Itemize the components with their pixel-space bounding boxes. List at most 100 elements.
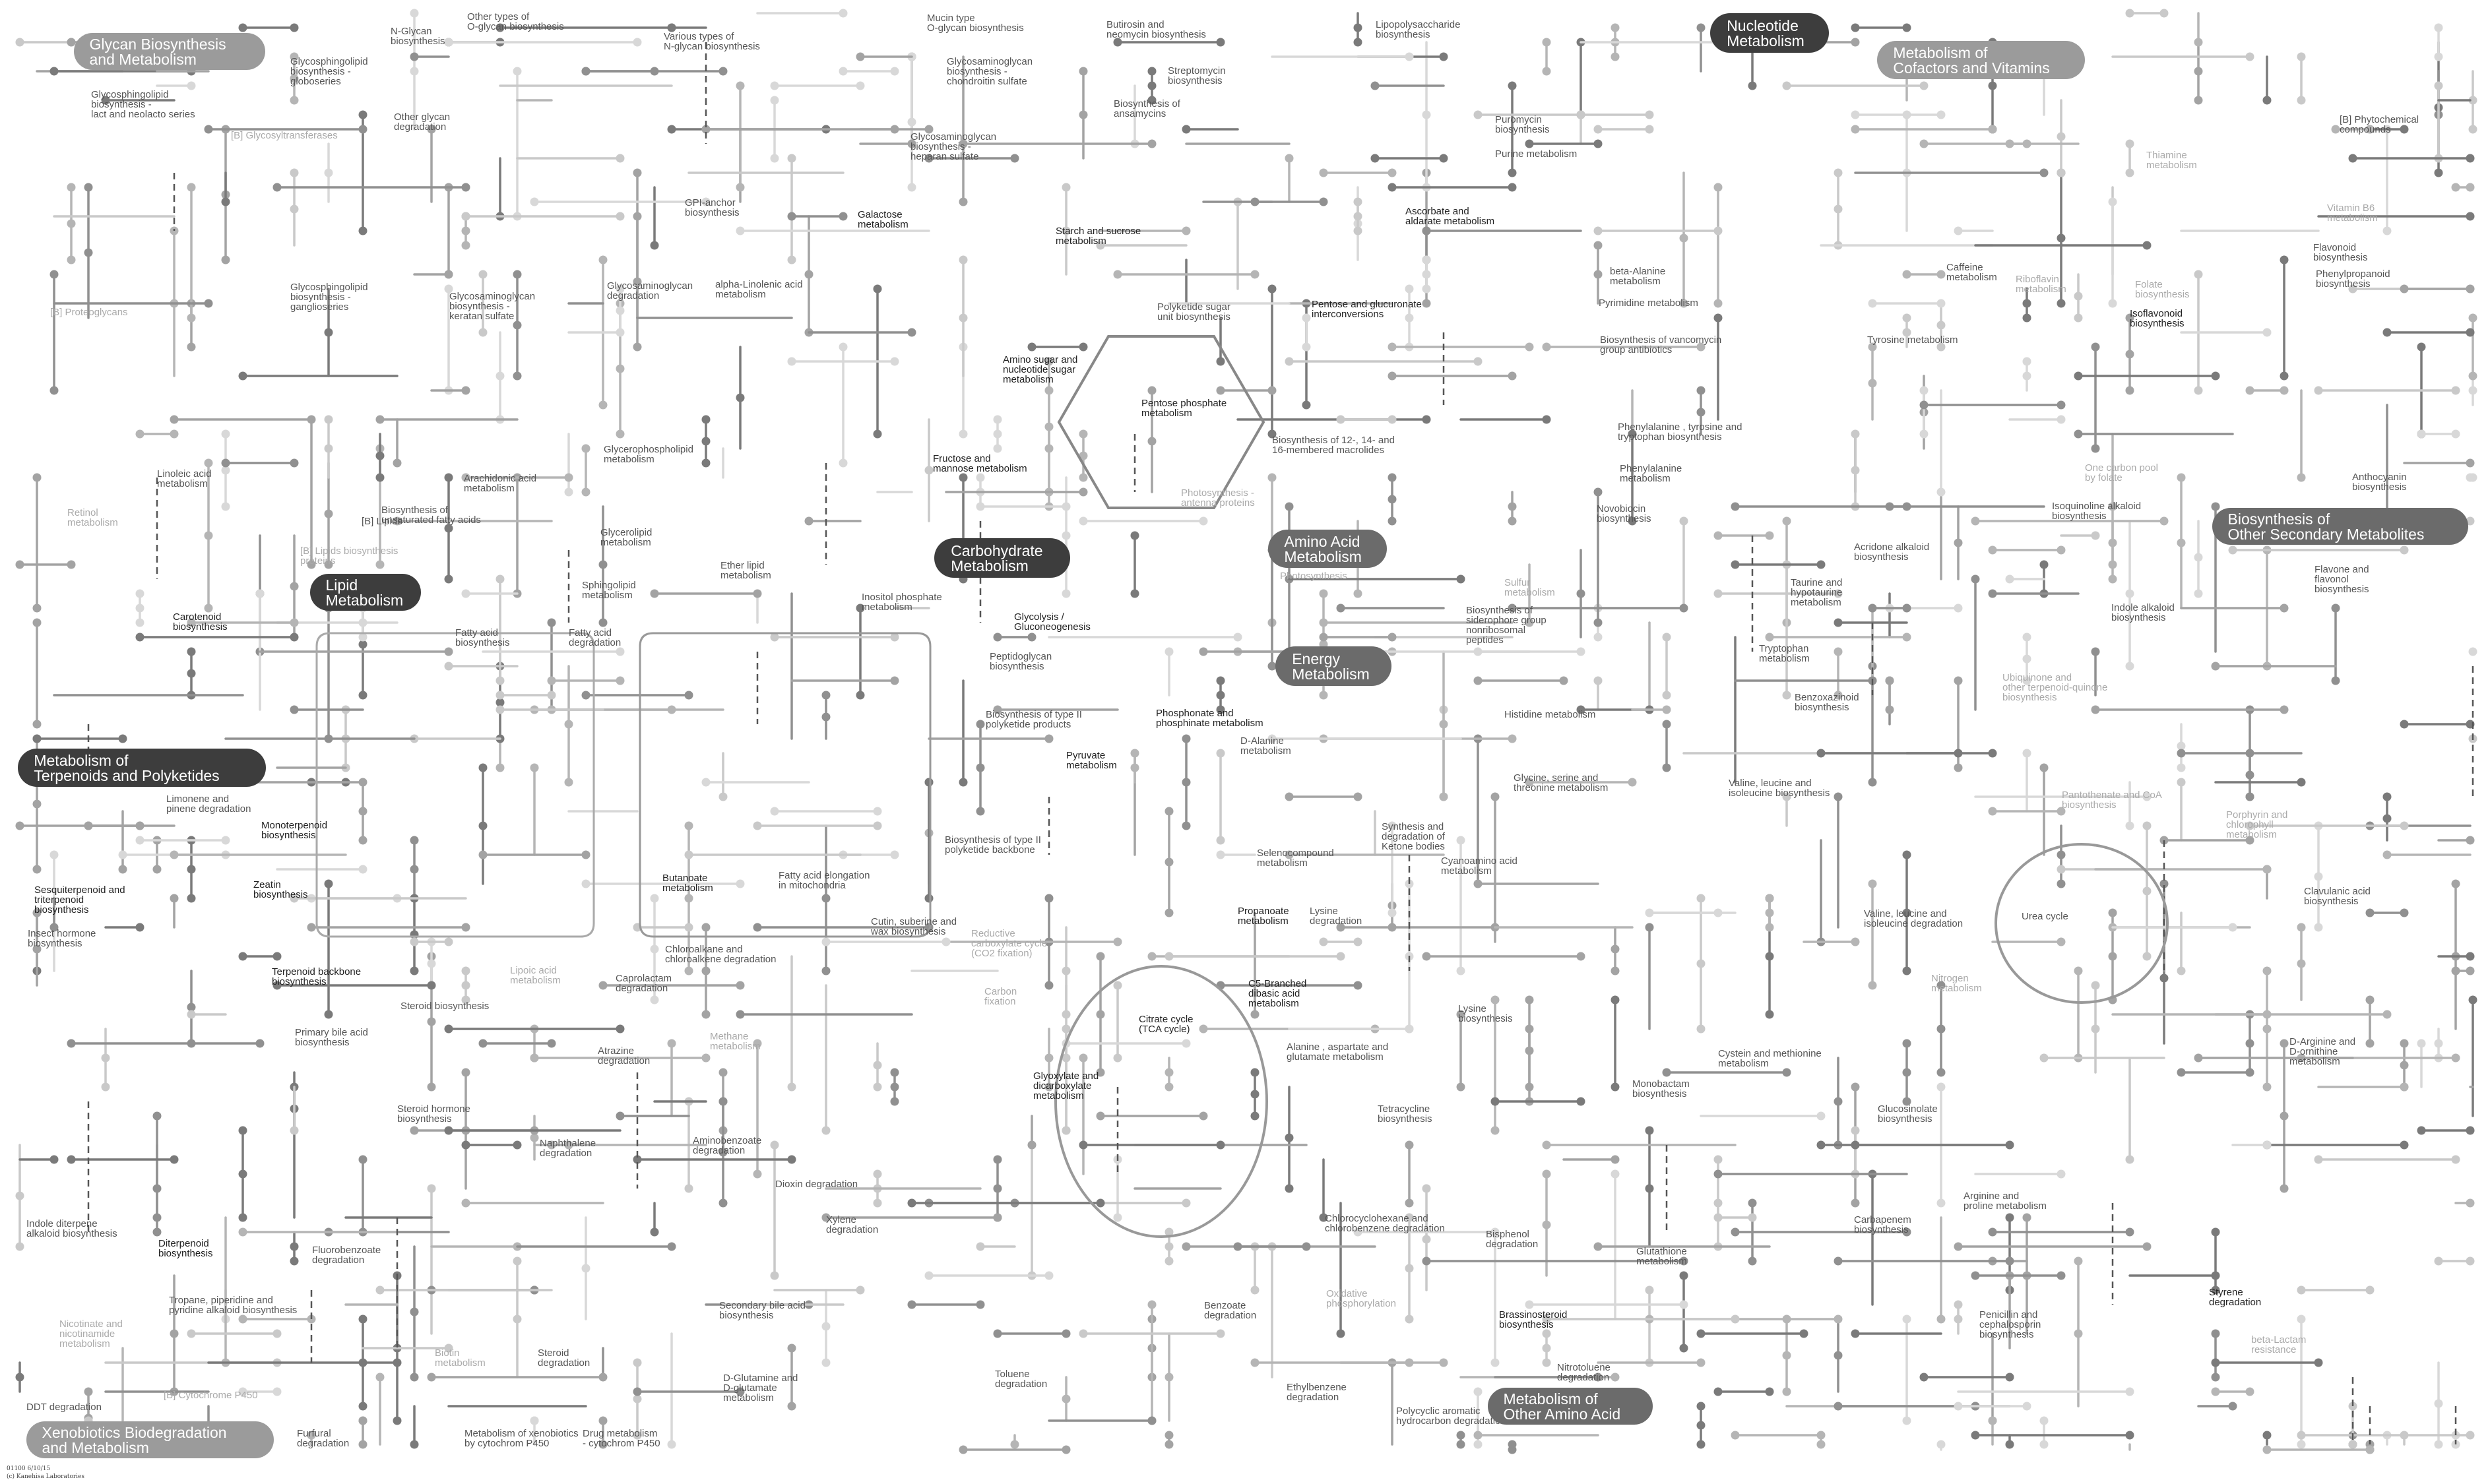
compound-node[interactable] xyxy=(1388,371,1397,381)
compound-node[interactable] xyxy=(684,894,693,903)
compound-node[interactable] xyxy=(1834,1314,1843,1324)
compound-node[interactable] xyxy=(1336,415,1345,424)
compound-node[interactable] xyxy=(1182,821,1191,830)
compound-node[interactable] xyxy=(290,633,299,642)
compound-node[interactable] xyxy=(1062,226,1071,235)
compound-node[interactable] xyxy=(1593,487,1603,497)
compound-node[interactable] xyxy=(890,67,899,76)
compound-node[interactable] xyxy=(1353,197,1362,206)
compound-node[interactable] xyxy=(495,371,505,381)
compound-node[interactable] xyxy=(1971,1271,1980,1280)
compound-node[interactable] xyxy=(2005,574,2014,584)
compound-node[interactable] xyxy=(2262,865,2272,874)
compound-node[interactable] xyxy=(1782,516,1791,526)
compound-node[interactable] xyxy=(2022,749,2031,758)
compound-node[interactable] xyxy=(444,574,453,584)
compound-node[interactable] xyxy=(1936,1082,1946,1092)
compound-node[interactable] xyxy=(547,691,556,700)
compound-node[interactable] xyxy=(1456,1440,1465,1449)
compound-node[interactable] xyxy=(2142,952,2152,961)
compound-node[interactable] xyxy=(2022,313,2031,323)
compound-node[interactable] xyxy=(1079,451,1088,460)
compound-node[interactable] xyxy=(1473,676,1483,685)
compound-node[interactable] xyxy=(2245,836,2254,845)
compound-node[interactable] xyxy=(718,1198,728,1208)
compound-node[interactable] xyxy=(1713,1213,1723,1222)
compound-node[interactable] xyxy=(1525,342,1534,352)
compound-node[interactable] xyxy=(2142,241,2152,250)
compound-node[interactable] xyxy=(1250,270,1260,279)
compound-node[interactable] xyxy=(2177,749,2186,758)
compound-node[interactable] xyxy=(1954,676,1963,685)
compound-node[interactable] xyxy=(2142,821,2152,830)
compound-node[interactable] xyxy=(701,125,711,134)
compound-node[interactable] xyxy=(444,1024,453,1034)
compound-node[interactable] xyxy=(2400,908,2409,917)
compound-node[interactable] xyxy=(1628,778,1637,787)
compound-node[interactable] xyxy=(684,923,693,932)
compound-node[interactable] xyxy=(924,466,934,475)
compound-node[interactable] xyxy=(598,1416,608,1425)
compound-node[interactable] xyxy=(461,226,470,235)
compound-node[interactable] xyxy=(753,1039,762,1048)
compound-node[interactable] xyxy=(2057,850,2066,859)
compound-node[interactable] xyxy=(2466,1198,2475,1208)
compound-node[interactable] xyxy=(2177,763,2186,772)
compound-node[interactable] xyxy=(272,1329,282,1338)
compound-node[interactable] xyxy=(2451,183,2460,192)
compound-node[interactable] xyxy=(32,473,42,482)
compound-node[interactable] xyxy=(1113,1213,1122,1222)
compound-node[interactable] xyxy=(1696,1402,1706,1411)
compound-node[interactable] xyxy=(1147,81,1157,90)
compound-node[interactable] xyxy=(2211,371,2220,381)
compound-node[interactable] xyxy=(839,212,848,221)
compound-node[interactable] xyxy=(959,255,968,264)
compound-node[interactable] xyxy=(1165,647,1174,656)
compound-node[interactable] xyxy=(1405,1358,1414,1367)
compound-node[interactable] xyxy=(1353,792,1362,801)
compound-node[interactable] xyxy=(1851,1329,1860,1338)
compound-node[interactable] xyxy=(1971,516,1980,526)
compound-node[interactable] xyxy=(890,125,899,134)
compound-node[interactable] xyxy=(1285,1184,1294,1193)
compound-node[interactable] xyxy=(650,944,659,954)
compound-node[interactable] xyxy=(2297,923,2306,932)
compound-node[interactable] xyxy=(15,1242,24,1251)
compound-node[interactable] xyxy=(1542,415,1551,424)
compound-node[interactable] xyxy=(856,1285,865,1295)
compound-node[interactable] xyxy=(2057,233,2066,243)
compound-node[interactable] xyxy=(718,1148,728,1157)
compound-node[interactable] xyxy=(2057,168,2066,177)
compound-node[interactable] xyxy=(701,778,711,787)
compound-node[interactable] xyxy=(2468,125,2477,134)
pathway-label[interactable]: [B] Cytochrome P450 xyxy=(164,1390,258,1401)
compound-node[interactable] xyxy=(358,226,367,235)
compound-node[interactable] xyxy=(787,1082,796,1092)
compound-node[interactable] xyxy=(427,959,436,968)
compound-node[interactable] xyxy=(375,1373,385,1382)
compound-node[interactable] xyxy=(1388,495,1397,504)
compound-node[interactable] xyxy=(1988,125,1997,134)
compound-node[interactable] xyxy=(736,879,745,888)
compound-node[interactable] xyxy=(1062,1394,1071,1404)
pathway-label[interactable]: Purine metabolism xyxy=(1495,148,1577,160)
compound-node[interactable] xyxy=(907,1198,916,1208)
compound-node[interactable] xyxy=(633,1394,642,1404)
compound-node[interactable] xyxy=(2125,1155,2134,1164)
compound-node[interactable] xyxy=(2434,1039,2443,1048)
compound-node[interactable] xyxy=(272,183,282,192)
compound-node[interactable] xyxy=(2245,821,2254,830)
compound-node[interactable] xyxy=(598,1440,608,1449)
compound-node[interactable] xyxy=(1044,357,1054,366)
compound-node[interactable] xyxy=(633,168,642,177)
